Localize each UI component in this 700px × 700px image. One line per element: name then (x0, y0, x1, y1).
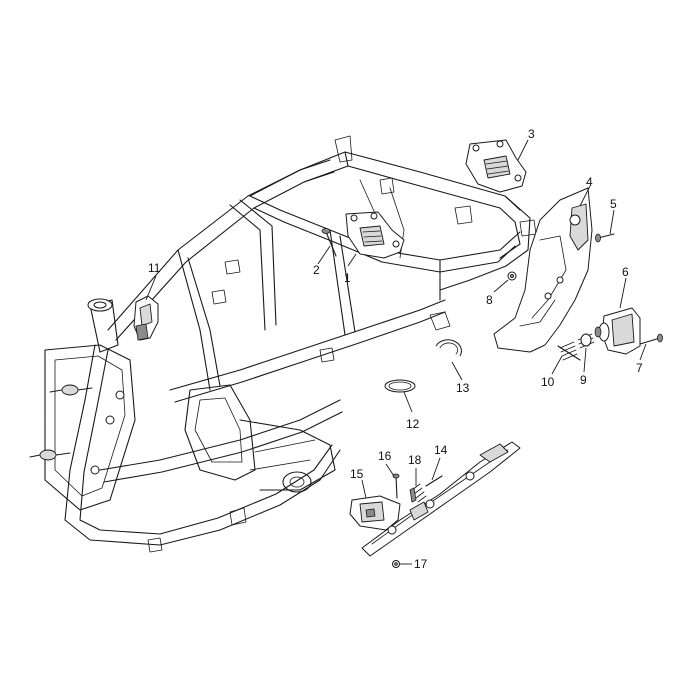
callout-3: 3 (528, 127, 535, 141)
callout-9: 9 (580, 373, 587, 387)
part-18-spring (409, 475, 443, 503)
part-12-clamp-ring (384, 379, 416, 393)
callout-13: 13 (456, 381, 470, 395)
part-4-mudguard-bracket (493, 187, 593, 353)
callout-labels: 1 2 3 4 5 6 7 8 9 10 11 12 13 14 15 16 1… (148, 127, 643, 571)
callout-8: 8 (486, 293, 493, 307)
callout-17: 17 (414, 557, 428, 571)
callout-11: 11 (148, 261, 161, 275)
part-15-switch (349, 495, 401, 531)
callout-6: 6 (622, 265, 629, 279)
part-6-actuator (594, 307, 641, 355)
part-17-nut (392, 560, 400, 568)
callout-7: 7 (636, 361, 643, 375)
part-1-latch-plate (345, 211, 405, 259)
callout-leaders (145, 139, 647, 565)
callout-4: 4 (586, 175, 593, 189)
part-16-screw (392, 473, 400, 499)
callout-14: 14 (434, 443, 448, 457)
part-9-spring (577, 333, 595, 349)
callout-1: 1 (344, 271, 351, 285)
part-14-side-stand (361, 441, 521, 557)
callout-10: 10 (541, 375, 555, 389)
callout-5: 5 (610, 197, 617, 211)
part-11-clamp-bracket (133, 295, 159, 341)
part-3-latch-plate (465, 139, 527, 193)
part-2-screw (321, 228, 337, 257)
part-8-nut (507, 271, 517, 281)
callout-2: 2 (313, 263, 320, 277)
callout-15: 15 (350, 467, 364, 481)
callout-16: 16 (378, 449, 392, 463)
part-7-bolt (639, 333, 663, 345)
callout-18: 18 (408, 453, 422, 467)
part-10-spring (557, 341, 581, 361)
part-13-clamp-ring (435, 339, 462, 357)
part-5-bolt (595, 233, 615, 243)
callout-12: 12 (406, 417, 420, 431)
scooter-frame (29, 135, 537, 553)
